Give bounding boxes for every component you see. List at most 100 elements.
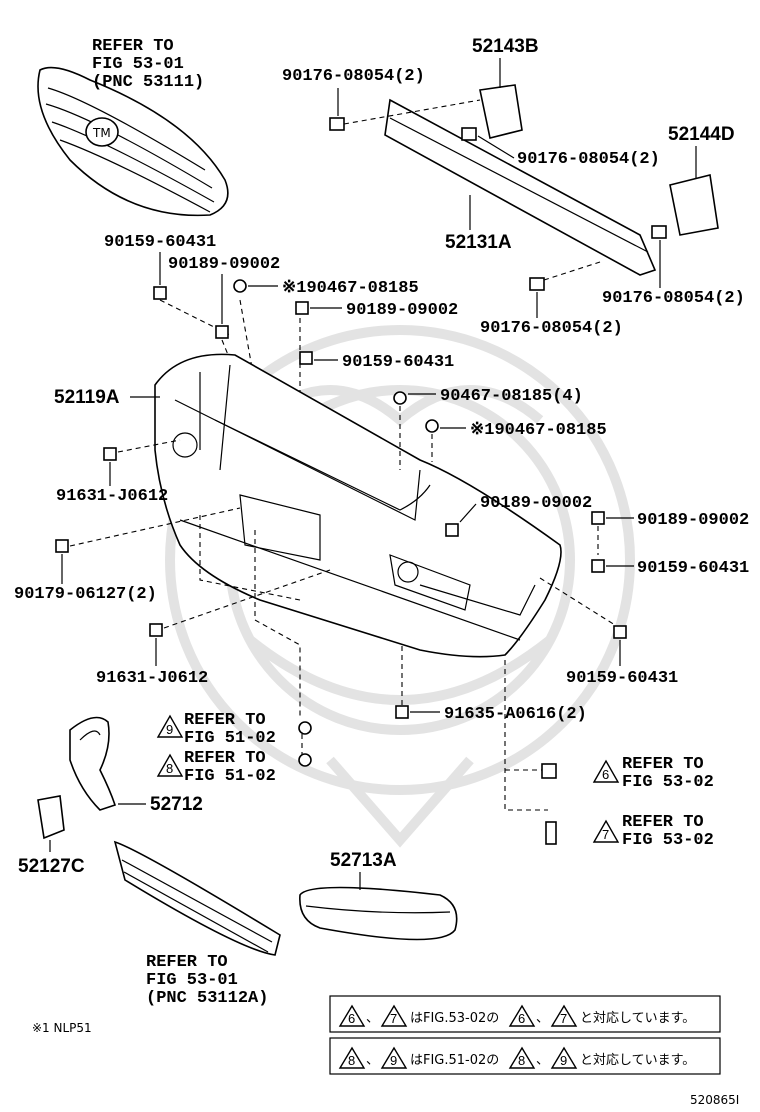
- label-52119A: 52119A: [54, 387, 120, 408]
- svg-text:7: 7: [560, 1011, 567, 1026]
- svg-text:9: 9: [166, 722, 173, 737]
- bolt-icon: [651, 225, 667, 239]
- clip-icon: [153, 286, 167, 300]
- svg-text:8: 8: [166, 761, 173, 776]
- svg-text:6: 6: [518, 1011, 525, 1026]
- screw-icon: [425, 419, 439, 433]
- cover-part: [37, 795, 65, 840]
- label-90467-b: 90467-08185(4): [440, 387, 583, 406]
- label-90189-a: 90189-09002: [168, 255, 280, 274]
- svg-text:8: 8: [518, 1053, 525, 1068]
- front-bumper-cover-part: [154, 353, 562, 658]
- label-190467-b: ※190467-08185: [470, 421, 607, 440]
- svg-text:、: 、: [366, 1011, 379, 1026]
- side-moulding-part: [299, 886, 458, 941]
- clip-nut-icon: [541, 763, 557, 779]
- label-52131A: 52131A: [445, 232, 512, 253]
- label-90176-a: 90176-08054(2): [282, 67, 425, 86]
- ref9-line1: REFER TO: [184, 711, 266, 730]
- label-52143B: 52143B: [472, 36, 539, 57]
- clip-icon: [299, 351, 313, 365]
- ref9-line2: FIG 51-02: [184, 729, 276, 748]
- svg-text:6: 6: [348, 1011, 355, 1026]
- svg-text:TM: TM: [92, 126, 111, 140]
- screw-icon: [233, 279, 247, 293]
- ref6-line1: REFER TO: [622, 755, 704, 774]
- clip-icon: [445, 523, 459, 537]
- ref7-line1: REFER TO: [622, 813, 704, 832]
- svg-text:、: 、: [366, 1053, 379, 1068]
- clip-icon: [613, 625, 627, 639]
- triangle-7-icon: 7: [592, 819, 620, 843]
- svg-text:、: 、: [536, 1011, 549, 1026]
- label-90189-b: 90189-09002: [346, 301, 458, 320]
- svg-text:9: 9: [560, 1053, 567, 1068]
- svg-text:6: 6: [602, 767, 609, 782]
- label-90176-b: 90176-08054(2): [517, 150, 660, 169]
- lower-grille-ref-line3: (PNC 53112A): [146, 989, 268, 1008]
- label-52127C: 52127C: [18, 856, 85, 877]
- svg-text:9: 9: [390, 1053, 397, 1068]
- bolt-icon: [461, 127, 477, 141]
- label-52713A: 52713A: [330, 850, 397, 871]
- lower-grille-part: [113, 840, 281, 956]
- label-90176-c: 90176-08054(2): [602, 289, 745, 308]
- triangle-6-icon: 6: [592, 759, 620, 783]
- diagram-id: 520865I: [690, 1093, 739, 1107]
- bumper-reinforcement-part: [384, 84, 719, 276]
- label-90176-d: 90176-08054(2): [480, 319, 623, 338]
- ref8-line1: REFER TO: [184, 749, 266, 768]
- screw-icon: [393, 391, 407, 405]
- screw-icon: [298, 753, 312, 767]
- clip-icon: [395, 705, 409, 719]
- footnote-text: ※1 NLP51: [32, 1021, 92, 1035]
- triangle-8-icon: 8: [156, 753, 184, 777]
- label-90159-d: 90159-60431: [566, 669, 678, 688]
- ref8-line2: FIG 51-02: [184, 767, 276, 786]
- label-190467-a: ※190467-08185: [282, 279, 419, 298]
- label-52144D: 52144D: [668, 124, 735, 145]
- clip-icon: [103, 447, 117, 461]
- triangle-9-icon: 9: [156, 714, 184, 738]
- label-90159-a: 90159-60431: [104, 233, 216, 252]
- label-90179: 90179-06127(2): [14, 585, 157, 604]
- label-52712: 52712: [150, 794, 203, 815]
- svg-text:8: 8: [348, 1053, 355, 1068]
- lower-grille-ref-line2: FIG 53-01: [146, 971, 238, 990]
- bolt-icon: [529, 277, 545, 291]
- label-90189-d: 90189-09002: [637, 511, 749, 530]
- svg-text:と対応しています。: と対応しています。: [580, 1053, 695, 1068]
- clip-icon: [55, 539, 69, 553]
- clip-icon: [215, 325, 229, 339]
- svg-text:7: 7: [390, 1011, 397, 1026]
- clip-icon: [295, 301, 309, 315]
- label-90159-b: 90159-60431: [342, 353, 454, 372]
- ref6-line2: FIG 53-02: [622, 773, 714, 792]
- fog-lamp-bezel-part: [69, 716, 117, 811]
- note-box-1: 6 、 7 はFIG.53-02の 6 、 7 と対応しています。: [329, 995, 721, 1033]
- label-91631-a: 91631-J0612: [56, 487, 168, 506]
- label-91631-b: 91631-J0612: [96, 669, 208, 688]
- svg-text:はFIG.51-02の: はFIG.51-02の: [410, 1053, 499, 1068]
- clip-icon: [149, 623, 163, 637]
- upper-grille-ref-line2: FIG 53-01: [92, 55, 184, 74]
- clip-icon: [591, 559, 605, 573]
- label-91635: 91635-A0616(2): [444, 705, 587, 724]
- svg-text:はFIG.53-02の: はFIG.53-02の: [410, 1011, 499, 1026]
- svg-text:と対応しています。: と対応しています。: [580, 1011, 695, 1026]
- screw-icon: [545, 821, 557, 845]
- ref7-line2: FIG 53-02: [622, 831, 714, 850]
- screw-icon: [298, 721, 312, 735]
- bolt-icon: [329, 117, 345, 131]
- upper-grille-ref-line3: (PNC 53111): [92, 73, 204, 92]
- lower-grille-ref-line1: REFER TO: [146, 953, 228, 972]
- svg-text:7: 7: [602, 827, 609, 842]
- upper-grille-part: TM: [37, 66, 229, 217]
- upper-grille-ref-line1: REFER TO: [92, 37, 174, 56]
- clip-icon: [591, 511, 605, 525]
- label-90159-c: 90159-60431: [637, 559, 749, 578]
- svg-text:、: 、: [536, 1053, 549, 1068]
- note-box-2: 8 、 9 はFIG.51-02の 8 、 9 と対応しています。: [329, 1037, 721, 1075]
- label-90189-c: 90189-09002: [480, 494, 592, 513]
